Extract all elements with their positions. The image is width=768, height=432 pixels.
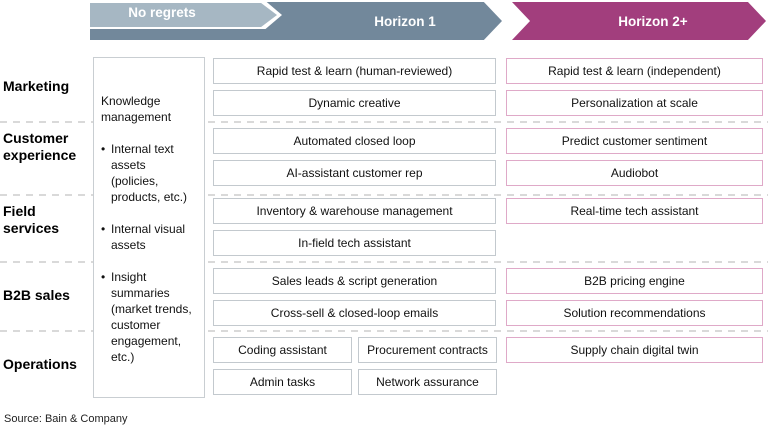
- phase-label-horizon-1: Horizon 1: [374, 14, 436, 29]
- bullet-text: Internal visual assets: [111, 222, 186, 252]
- source-note: Source: Bain & Company: [4, 413, 128, 425]
- bullet-marker: •: [101, 142, 106, 156]
- capability-box: Sales leads & script generation: [213, 268, 496, 294]
- bullet-item: • Internal visual assets: [101, 221, 199, 253]
- row-label-marketing: Marketing: [3, 78, 70, 94]
- capability-box: Cross-sell & closed-loop emails: [213, 300, 496, 326]
- capability-box: Automated closed loop: [213, 128, 496, 154]
- row-label-b2b-sales: B2B sales: [3, 287, 70, 303]
- capability-box: Audiobot: [506, 160, 763, 186]
- bullet-marker: •: [101, 222, 106, 236]
- capability-box: Rapid test & learn (human-reviewed): [213, 58, 496, 84]
- row-divider: [0, 194, 768, 196]
- knowledge-management-panel: Knowledge management • Internal text ass…: [93, 57, 205, 398]
- row-divider: [0, 121, 768, 123]
- capability-box: Dynamic creative: [213, 90, 496, 116]
- capability-box: Personalization at scale: [506, 90, 763, 116]
- bullet-marker: •: [101, 270, 106, 284]
- horizon2-phase-arrow: [512, 2, 766, 40]
- capability-box: Supply chain digital twin: [506, 337, 763, 363]
- row-label-field-services: Field services: [3, 203, 60, 236]
- capability-box: In-field tech assistant: [213, 230, 496, 256]
- capability-box: Predict customer sentiment: [506, 128, 763, 154]
- capability-box: AI-assistant customer rep: [213, 160, 496, 186]
- phase-label-horizon-2: Horizon 2+: [618, 14, 688, 29]
- capability-box: Admin tasks: [213, 369, 352, 395]
- row-divider: [0, 261, 768, 263]
- knowledge-panel-title: Knowledge management: [101, 94, 172, 124]
- bullet-text: Insight summaries (market trends, custom…: [111, 270, 192, 364]
- bullet-item: • Insight summaries (market trends, cust…: [101, 269, 199, 365]
- row-label-customer-experience: Customer experience: [3, 130, 77, 163]
- capability-box: Rapid test & learn (independent): [506, 58, 763, 84]
- bullet-item: • Internal text assets (policies, produc…: [101, 141, 199, 205]
- capability-box: Network assurance: [358, 369, 497, 395]
- row-divider: [0, 330, 768, 332]
- row-label-operations: Operations: [3, 356, 77, 372]
- no-regrets-phase-arrow: [90, 3, 277, 27]
- capability-box: Inventory & warehouse management: [213, 198, 496, 224]
- capability-box: Solution recommendations: [506, 300, 763, 326]
- capability-box: Procurement contracts: [358, 337, 497, 363]
- bullet-text: Internal text assets (policies, products…: [111, 142, 188, 204]
- capability-box: B2B pricing engine: [506, 268, 763, 294]
- phase-label-no-regrets: No regrets: [128, 5, 196, 20]
- capability-box: Real-time tech assistant: [506, 198, 763, 224]
- capability-box: Coding assistant: [213, 337, 352, 363]
